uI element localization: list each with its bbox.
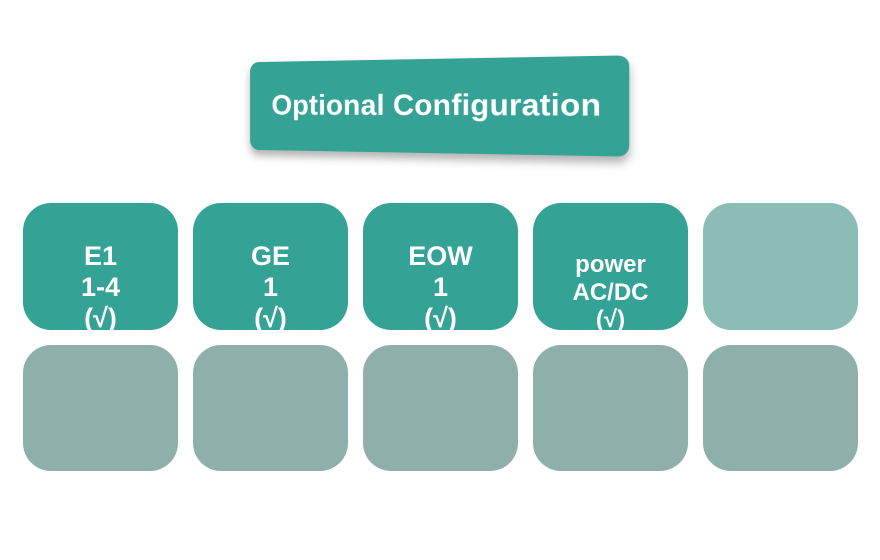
card-line: (√) [424, 302, 457, 333]
card-line: E1 [83, 240, 118, 271]
card-line: AC/DC [572, 278, 649, 306]
card-line: GE [250, 240, 290, 271]
card-line: 1-4 [80, 271, 121, 302]
card-line: 1 [432, 271, 449, 302]
banner-title: Optional Configuration [271, 87, 602, 124]
card-line: 1 [262, 271, 279, 302]
banner: Optional Configuration [250, 55, 630, 157]
card-e1: E1 1-4 (√) [23, 203, 178, 333]
card-empty-row2-3 [363, 345, 518, 471]
card-empty-row2-5 [703, 345, 858, 471]
card-empty-row1 [703, 203, 858, 330]
card-line: (√) [595, 306, 626, 334]
card-line: (√) [254, 302, 287, 333]
card-line: (√) [84, 302, 117, 333]
card-empty-row2-4 [533, 345, 688, 471]
card-grid: E1 1-4 (√) GE 1 (√) EOW 1 (√) power AC/D… [0, 203, 880, 471]
card-empty-row2-1 [23, 345, 178, 471]
card-eow: EOW 1 (√) [363, 203, 518, 333]
card-power-acdc: power AC/DC (√) [533, 203, 688, 333]
card-line: power [575, 251, 646, 279]
card-line: EOW [408, 240, 473, 271]
card-empty-row2-2 [193, 345, 348, 471]
card-ge: GE 1 (√) [193, 203, 348, 333]
